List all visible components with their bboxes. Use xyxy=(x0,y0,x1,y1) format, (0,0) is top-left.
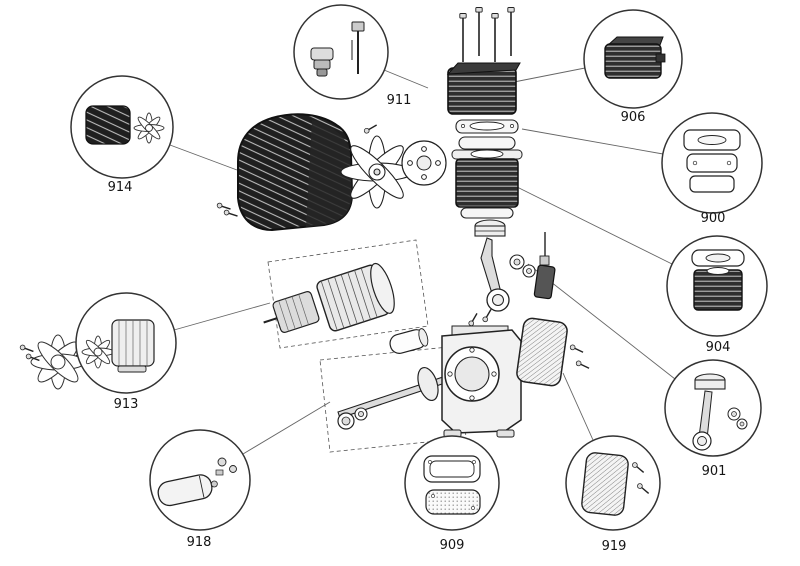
fan-cover xyxy=(215,113,354,232)
side-cover xyxy=(516,317,591,387)
mini-pin xyxy=(351,21,365,74)
callout-913-label: 913 xyxy=(114,397,139,412)
motor-group xyxy=(263,239,429,349)
head-bolts xyxy=(458,6,516,63)
cooling-fan xyxy=(340,122,447,209)
callout-909-label: 909 xyxy=(440,538,465,553)
fan-flange xyxy=(401,140,447,186)
callout-904[interactable]: 904 xyxy=(666,235,768,355)
mini-fan-icon xyxy=(81,335,115,369)
callout-900-label: 900 xyxy=(701,211,726,226)
electrical-part xyxy=(533,232,556,300)
piston-rod xyxy=(474,219,536,312)
mini-fittings xyxy=(215,457,237,476)
mini-fan-icon xyxy=(133,112,165,144)
callout-918-label: 918 xyxy=(187,535,212,550)
callout-914[interactable]: 914 xyxy=(70,75,174,195)
cylinder-gasket xyxy=(460,207,514,219)
callout-901[interactable]: 901 xyxy=(664,359,762,479)
callout-911[interactable]: 911 xyxy=(293,4,412,108)
mini-valve-plates xyxy=(683,129,741,193)
motor-stator xyxy=(316,262,395,332)
cover-screw-icon xyxy=(222,208,239,220)
counterweight xyxy=(417,366,439,402)
mini-cylinder-head xyxy=(604,36,666,79)
mini-side-cover xyxy=(581,452,629,516)
mini-capacitor xyxy=(157,474,218,507)
callout-906[interactable]: 906 xyxy=(583,9,683,125)
mini-fan-cover xyxy=(85,105,131,145)
foot xyxy=(496,429,515,438)
cover-screw-icon xyxy=(215,201,232,213)
callout-900[interactable]: 900 xyxy=(661,112,763,226)
callout-919-label: 919 xyxy=(602,539,627,554)
valve-plate-stack xyxy=(455,119,519,150)
mini-cylinder xyxy=(691,249,745,311)
leader-lines xyxy=(169,67,676,455)
callout-913[interactable]: 913 xyxy=(75,292,177,412)
callout-911-label: 911 xyxy=(387,93,412,108)
fan-screw-icon xyxy=(362,122,379,135)
crankcase xyxy=(441,307,522,438)
silencer xyxy=(389,328,429,354)
mini-valve-fitting xyxy=(310,47,334,77)
cylinder-head xyxy=(446,62,521,115)
motor-rotor xyxy=(263,291,320,333)
callout-919[interactable]: 919 xyxy=(565,435,661,554)
callout-909[interactable]: 909 xyxy=(404,435,500,553)
callout-904-label: 904 xyxy=(706,340,731,355)
callout-914-label: 914 xyxy=(108,180,133,195)
callout-906-label: 906 xyxy=(621,110,646,125)
callout-918[interactable]: 918 xyxy=(149,429,251,550)
mini-gasket-plate xyxy=(423,455,481,515)
mini-motor xyxy=(111,319,155,373)
cylinder xyxy=(451,149,523,219)
mini-piston-rod xyxy=(692,373,748,451)
callout-901-label: 901 xyxy=(702,464,727,479)
